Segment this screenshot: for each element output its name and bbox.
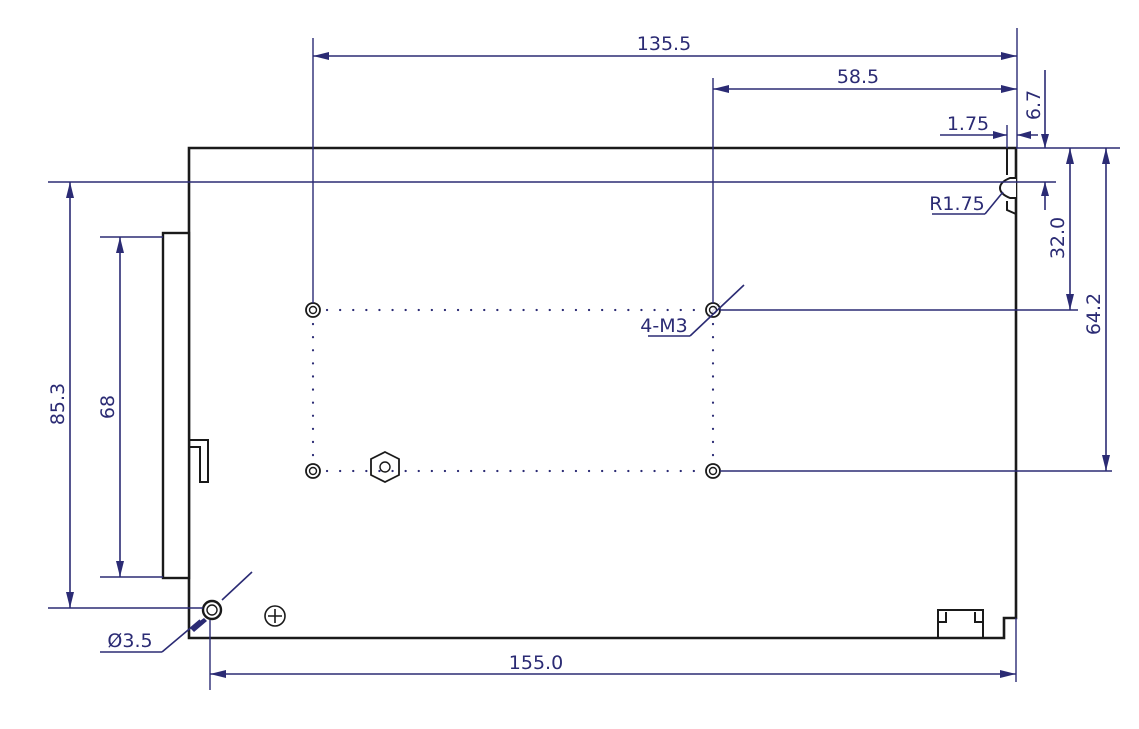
dimension-135-5 <box>312 28 1018 303</box>
dimension-155-0 <box>209 618 1017 690</box>
dimension-6-7 <box>1016 70 1120 210</box>
label-32-0: 32.0 <box>1047 217 1069 259</box>
label-6-7: 6.7 <box>1023 90 1045 120</box>
label-64-2: 64.2 <box>1083 293 1105 335</box>
label-135-5: 135.5 <box>637 33 691 55</box>
leader-4-m3 <box>648 284 745 337</box>
connector-clip <box>937 609 984 638</box>
label-85-3: 85.3 <box>47 383 69 425</box>
mount-hole-bottom-right <box>705 463 721 479</box>
corner-hole <box>201 599 223 621</box>
label-155-0: 155.0 <box>509 652 563 674</box>
dimension-85-3 <box>48 182 203 609</box>
leader-diameter-3-5 <box>100 571 253 653</box>
hex-nut-icon <box>370 450 400 484</box>
dimension-58-5 <box>712 78 1017 303</box>
label-58-5: 58.5 <box>837 66 879 88</box>
label-68: 68 <box>97 395 119 419</box>
dimension-64-2 <box>720 148 1112 472</box>
label-4-m3: 4-M3 <box>640 315 687 337</box>
dimension-1-75 <box>940 125 1038 148</box>
dimension-68 <box>100 236 163 578</box>
terminal-block <box>161 231 209 580</box>
label-1-75: 1.75 <box>947 113 989 135</box>
leader-r1-75 <box>932 191 1004 215</box>
ground-symbol-icon <box>264 605 286 627</box>
mount-hole-top-left <box>305 302 321 318</box>
label-diameter-3-5: Ø3.5 <box>107 630 152 652</box>
mount-hole-bottom-left <box>305 463 321 479</box>
label-r1-75: R1.75 <box>929 193 985 215</box>
dimension-32-0 <box>720 148 1078 311</box>
